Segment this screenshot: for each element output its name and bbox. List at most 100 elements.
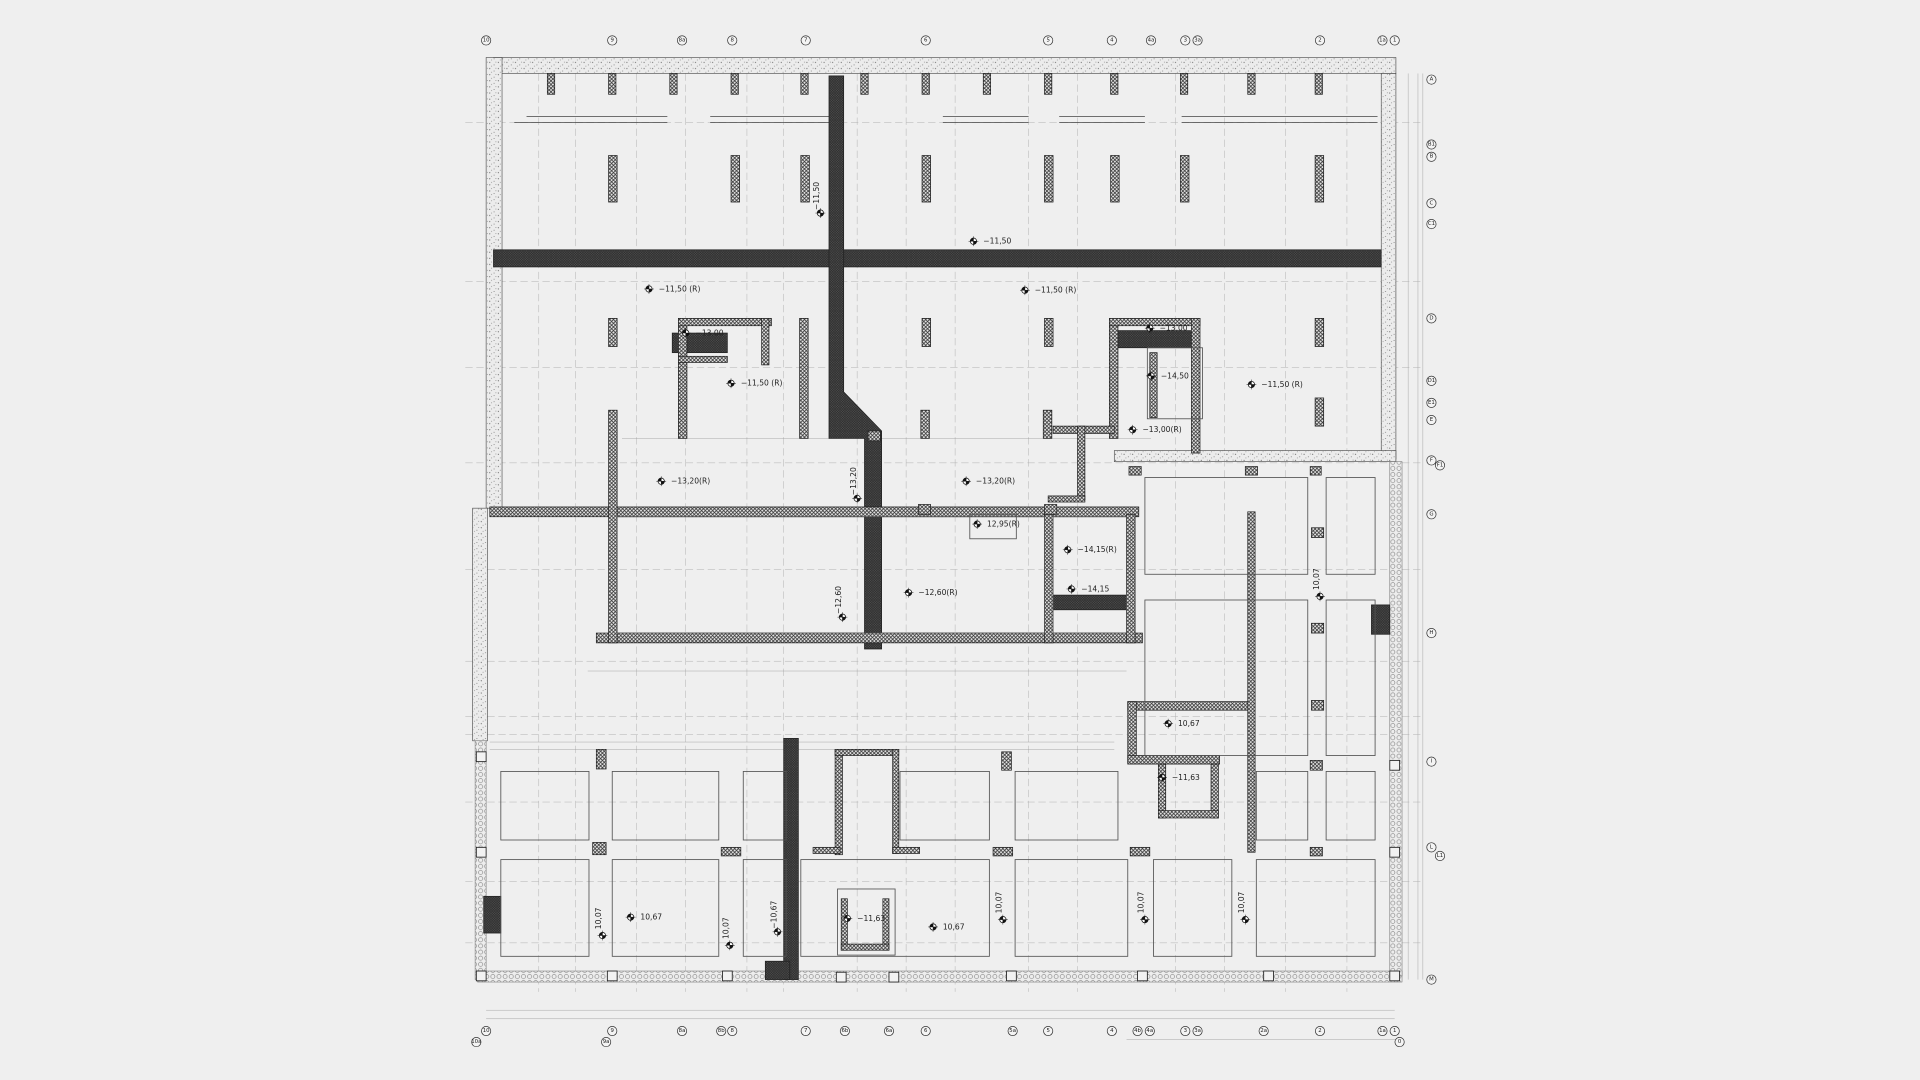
grid-bubble-circle bbox=[1192, 1026, 1203, 1037]
column bbox=[921, 318, 931, 347]
elevation-label: 12,95(R) bbox=[987, 520, 1020, 529]
beam-horizontal bbox=[493, 249, 1382, 268]
grid-bubble-circle bbox=[1426, 397, 1437, 408]
elevation-label: −11,63 bbox=[1172, 773, 1200, 782]
elevation-label: −13,20(R) bbox=[671, 477, 710, 486]
grid-label: C bbox=[1430, 200, 1434, 206]
room-outline bbox=[1325, 771, 1376, 841]
grid-bubble-6: 6 bbox=[920, 35, 931, 46]
grid-bubble-circle bbox=[727, 35, 738, 46]
grid-bubble-circle bbox=[1426, 628, 1437, 639]
grid-label: C1 bbox=[1428, 221, 1435, 227]
grid-bubble-circle bbox=[1426, 974, 1437, 985]
elevation-marker: −11,50 (R) bbox=[726, 378, 782, 389]
elevation-label: −13,00(R) bbox=[1142, 425, 1181, 434]
elevation-label: −13,20 bbox=[849, 467, 858, 495]
grid-bubble-C1: C1 bbox=[1426, 219, 1437, 230]
column bbox=[1309, 760, 1323, 771]
grid-bubble-circle bbox=[1106, 1026, 1117, 1037]
grid-bubble-7: 7 bbox=[800, 35, 811, 46]
grid-bubble-C: C bbox=[1426, 198, 1437, 209]
grid-bubble-circle bbox=[481, 1026, 492, 1037]
elevation-label: −11,63 bbox=[857, 914, 885, 923]
elevation-marker: −14,15 bbox=[1066, 584, 1109, 594]
level-target-icon bbox=[625, 912, 636, 923]
elevation-marker: −11,50 bbox=[812, 182, 826, 218]
room-outline bbox=[742, 859, 787, 957]
column bbox=[1309, 846, 1323, 857]
grid-bubble-circle bbox=[481, 35, 492, 46]
level-target-icon bbox=[961, 476, 972, 487]
elevation-label: 10,07 bbox=[1237, 891, 1246, 913]
grid-bubble-4: 4 bbox=[1106, 1026, 1117, 1037]
grid-bubble-circle bbox=[1426, 756, 1437, 767]
east-wall-upper bbox=[1380, 73, 1397, 460]
column bbox=[1044, 318, 1054, 347]
elevation-marker: −11,63 bbox=[1157, 772, 1200, 783]
room-outlines bbox=[500, 347, 1376, 957]
grid-label: 2a bbox=[1260, 1028, 1267, 1034]
grid-label: E bbox=[1430, 417, 1434, 423]
grid-bubble-3a: 3a bbox=[1192, 35, 1203, 46]
elevation-marker: −11,50 (R) bbox=[1246, 379, 1303, 390]
grid-bubble-8b: 8b bbox=[716, 1026, 727, 1037]
grid-bubble-circle bbox=[1426, 842, 1437, 853]
east-wall-lower bbox=[1389, 461, 1403, 977]
grid-label: 4b bbox=[1134, 1028, 1141, 1034]
grid-bubble-circle bbox=[1434, 850, 1446, 861]
grid-bubble-F1: F1 bbox=[1434, 460, 1446, 471]
grid-label: 5a bbox=[1009, 1028, 1016, 1034]
grid-bubble-M: M bbox=[1426, 974, 1437, 985]
grid-bubble-10: 10 bbox=[481, 35, 492, 46]
level-target-icon bbox=[997, 914, 1008, 925]
elevation-label: −14,50 bbox=[1161, 371, 1189, 380]
grid-bubble-circle bbox=[1106, 35, 1117, 46]
grid-bubble-8a: 8a bbox=[677, 1026, 688, 1037]
grid-label: M bbox=[1429, 977, 1434, 983]
elevation-label: 10,07 bbox=[1137, 891, 1146, 913]
grid-label: 2 bbox=[1318, 37, 1321, 43]
elevation-label: −14,15 bbox=[1081, 584, 1109, 593]
grid-bubble-3: 3 bbox=[1180, 35, 1191, 46]
level-target-icon bbox=[772, 926, 783, 937]
grid-bubble-circle bbox=[800, 35, 811, 46]
grid-bubble-10: 10 bbox=[481, 1026, 492, 1037]
grid-bubble-circle bbox=[1426, 375, 1437, 386]
column bbox=[730, 73, 739, 95]
grid-label: E1 bbox=[1428, 400, 1435, 406]
grid-bubble-4a: 4a bbox=[1146, 35, 1157, 46]
room-outline bbox=[1146, 347, 1203, 420]
beam-vertical-lower bbox=[783, 738, 799, 980]
grid-bubble-circle bbox=[1389, 35, 1400, 46]
columns bbox=[475, 73, 1401, 983]
elevation-marker: −14,50 bbox=[1146, 371, 1189, 381]
grid-bubble-E: E bbox=[1426, 414, 1437, 426]
elevation-label: 10,07 bbox=[995, 891, 1004, 913]
grid-bubble-circle bbox=[1426, 74, 1437, 85]
pier bbox=[1006, 970, 1017, 982]
elevation-marker: −11,50 bbox=[968, 236, 1011, 247]
grid-bubble-L: L bbox=[1426, 842, 1437, 853]
room-outline bbox=[1255, 859, 1376, 957]
grid-bubble-circle bbox=[1426, 509, 1437, 520]
elevation-marker: 10,07 bbox=[1137, 891, 1150, 925]
grid-bubble-circle bbox=[1146, 35, 1157, 46]
grid-bubble-circle bbox=[1377, 1026, 1388, 1037]
column bbox=[921, 73, 930, 95]
column bbox=[1314, 155, 1325, 203]
grid-bubble-circle bbox=[601, 1037, 612, 1048]
grid-bubble-L1: L1 bbox=[1434, 850, 1446, 861]
grid-label: 6 bbox=[924, 1028, 928, 1034]
elevation-label: −11,50 (R) bbox=[1035, 286, 1077, 295]
level-target-icon bbox=[1163, 718, 1174, 729]
elevation-label: −11,50 bbox=[983, 237, 1011, 246]
column bbox=[1044, 504, 1058, 515]
level-target-icon bbox=[644, 284, 654, 294]
grid-bubble-5: 5 bbox=[1043, 35, 1054, 46]
elevation-marker: 10,07 bbox=[594, 907, 608, 941]
grid-label: 10 bbox=[483, 1028, 490, 1034]
room-outline bbox=[899, 771, 990, 841]
column bbox=[595, 749, 607, 770]
column bbox=[982, 73, 991, 95]
column bbox=[800, 155, 810, 203]
